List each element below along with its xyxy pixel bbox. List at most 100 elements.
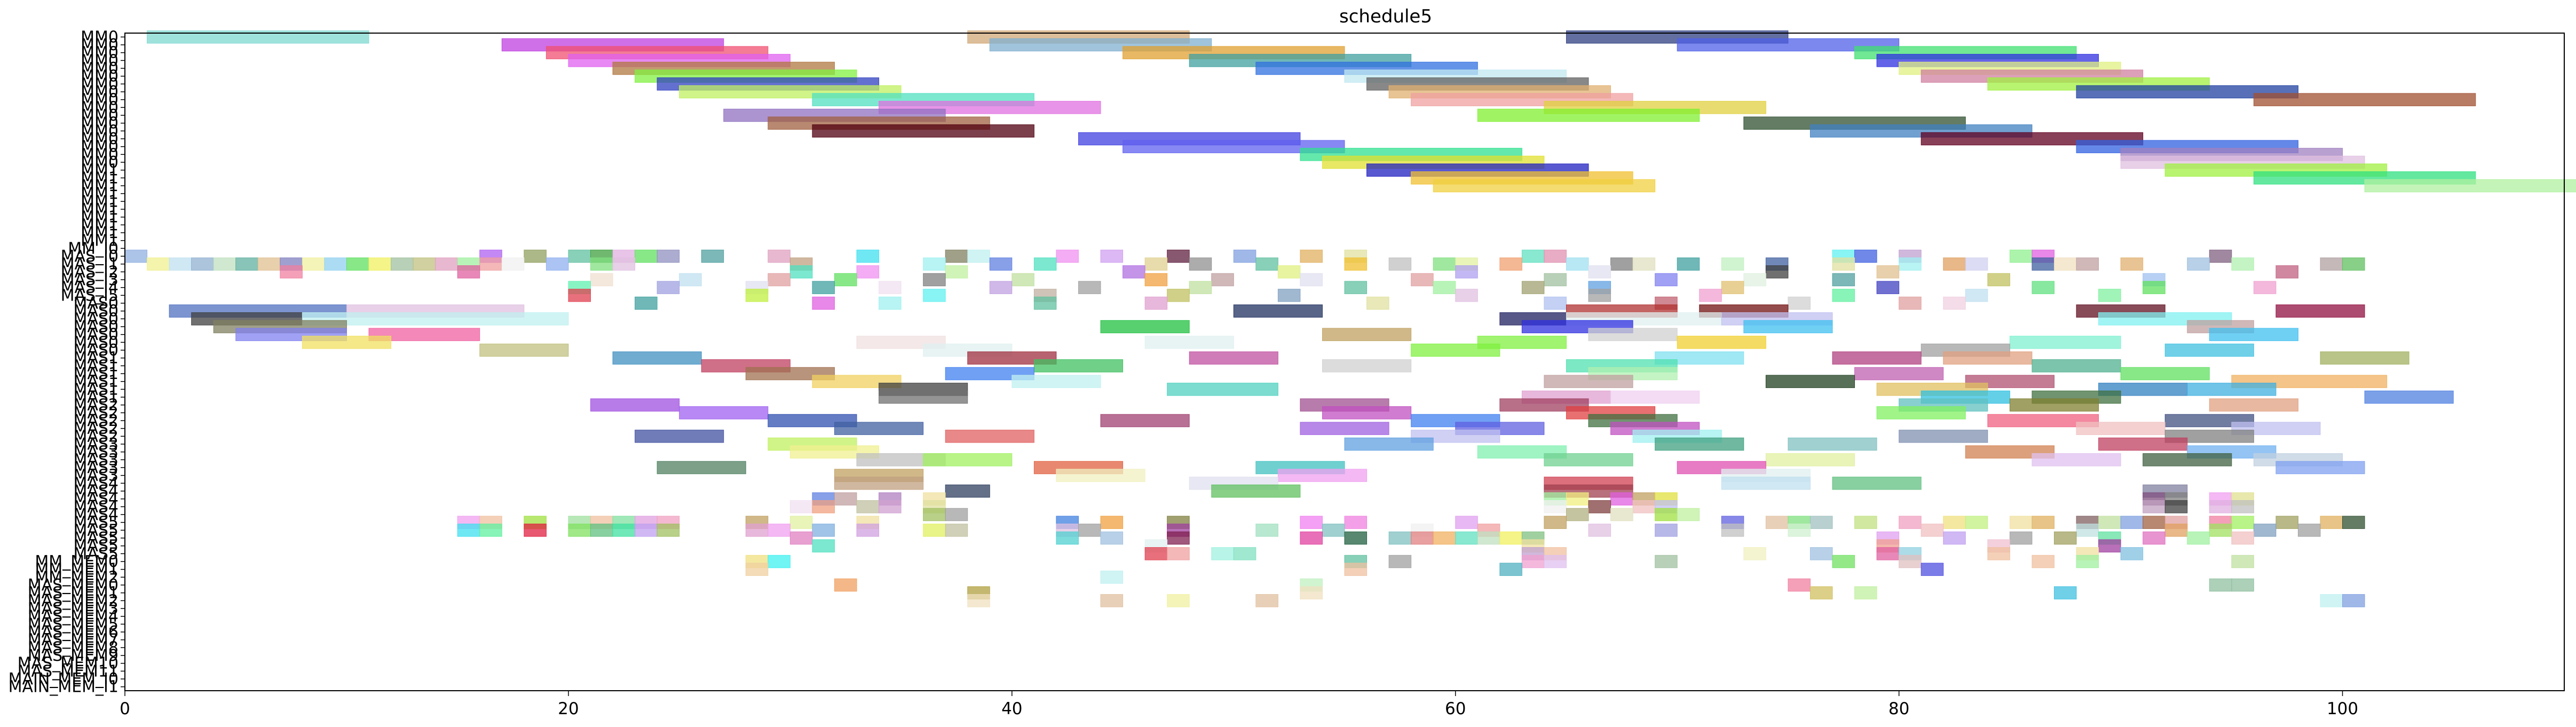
task-bar [745, 289, 769, 302]
task-bar [945, 249, 968, 263]
x-tick-label: 40 [1001, 699, 1022, 718]
task-bar [745, 563, 769, 576]
y-tick-label: MAS_MEM0 [28, 576, 118, 595]
task-bar [657, 281, 680, 294]
task-bar [657, 249, 680, 263]
task-bar [1588, 500, 1611, 513]
task-bar [1144, 547, 1168, 560]
task-bar [1899, 296, 1922, 310]
y-tick-label: MAS_MEM3 [28, 599, 118, 618]
task-bar [2253, 524, 2277, 537]
task-bar [1788, 524, 1811, 537]
task-bar [1100, 249, 1124, 263]
task-bar [1544, 516, 1567, 529]
task-bar [812, 296, 835, 310]
task-bar [635, 430, 724, 443]
task-bar [1721, 281, 1744, 294]
task-bar [1655, 273, 1678, 287]
task-bar [879, 390, 968, 404]
task-bar [1167, 289, 1190, 302]
x-tick-label: 80 [1888, 699, 1909, 718]
task-bar [1544, 375, 1633, 388]
task-bar [1521, 281, 1545, 294]
task-bar [812, 524, 835, 537]
chart-title: schedule5 [1339, 6, 1432, 27]
task-bar [1544, 273, 1567, 287]
task-bar [2076, 257, 2099, 271]
task-bar [1721, 257, 1744, 271]
task-bar [768, 524, 791, 537]
task-bar [1721, 477, 1811, 490]
task-bar [945, 524, 968, 537]
y-tick-label: MAS_MEM11 [18, 662, 118, 681]
task-bar [1566, 257, 1589, 271]
y-tick-label: MAS4 [73, 505, 118, 524]
task-bar [2342, 594, 2365, 607]
task-bar [679, 406, 769, 420]
task-bar [1322, 328, 1412, 341]
task-bar [1677, 508, 1700, 521]
task-bar [1677, 336, 1766, 349]
task-bar [1477, 108, 1700, 122]
task-bar [147, 30, 369, 44]
y-tick-label: MM0 [81, 75, 118, 93]
task-bar [1411, 343, 1500, 357]
y-tick-label: MAS_I0 [61, 247, 118, 266]
task-bar [1521, 555, 1545, 568]
task-bar [1277, 265, 1301, 279]
task-bar [302, 312, 569, 326]
task-bar [1566, 492, 1589, 505]
task-bar [989, 281, 1013, 294]
task-bar [2120, 257, 2144, 271]
y-tick-label: MAS1 [73, 380, 118, 399]
task-bar [1499, 257, 1522, 271]
y-tick-label: MAS_I3 [61, 271, 118, 289]
task-bar [2032, 281, 2055, 294]
y-tick-label: MAS3 [73, 443, 118, 462]
task-bar [2098, 437, 2188, 451]
task-bar [1100, 531, 1124, 545]
y-tick-label: MAS1 [73, 357, 118, 375]
task-bar [1144, 296, 1168, 310]
task-bar [657, 461, 746, 475]
task-bar [1832, 555, 1855, 568]
task-bar [124, 249, 148, 263]
y-tick-label: MM1 [81, 169, 118, 187]
y-tick-label: MM0 [81, 67, 118, 86]
x-tick-label: 60 [1445, 699, 1466, 718]
task-bar [1743, 273, 1766, 287]
task-bar [1788, 437, 1877, 451]
task-bar [1078, 281, 1101, 294]
task-bar [2253, 93, 2476, 106]
task-bar [2076, 555, 2099, 568]
y-tick-label: MM0 [81, 83, 118, 101]
task-bar [2187, 383, 2277, 396]
task-bar [745, 524, 769, 537]
y-tick-label: MM1 [81, 161, 118, 180]
y-tick-label: MAS_I2 [61, 263, 118, 281]
task-bar [989, 257, 1013, 271]
y-tick-label: MAS5 [73, 513, 118, 532]
y-tick-label: MM0 [81, 28, 118, 46]
y-tick-label: MM0 [81, 145, 118, 164]
y-tick-label: MM0 [81, 44, 118, 62]
task-bar [2209, 328, 2298, 341]
task-bar [524, 524, 547, 537]
y-axis-labels: MM0MM0MM0MM0MM0MM0MM0MM0MM0MM0MM0MM0MM0M… [9, 28, 125, 697]
y-tick-label: MM1 [81, 177, 118, 195]
task-bar [1943, 531, 1966, 545]
y-tick-label: MAS_MEM7 [28, 631, 118, 650]
task-bar [346, 257, 369, 271]
y-tick-label: MM1 [81, 200, 118, 219]
task-bar [635, 524, 658, 537]
task-bar [1943, 351, 2033, 365]
task-bar [1655, 508, 1678, 521]
y-tick-label: MAS3 [73, 435, 118, 454]
y-tick-label: MAS1 [73, 349, 118, 368]
task-bar [2320, 257, 2343, 271]
task-bar [1255, 524, 1278, 537]
task-bar [856, 249, 880, 263]
task-bar [2209, 524, 2232, 537]
task-bar [1100, 320, 1190, 334]
y-tick-label: MAS2 [73, 404, 118, 422]
